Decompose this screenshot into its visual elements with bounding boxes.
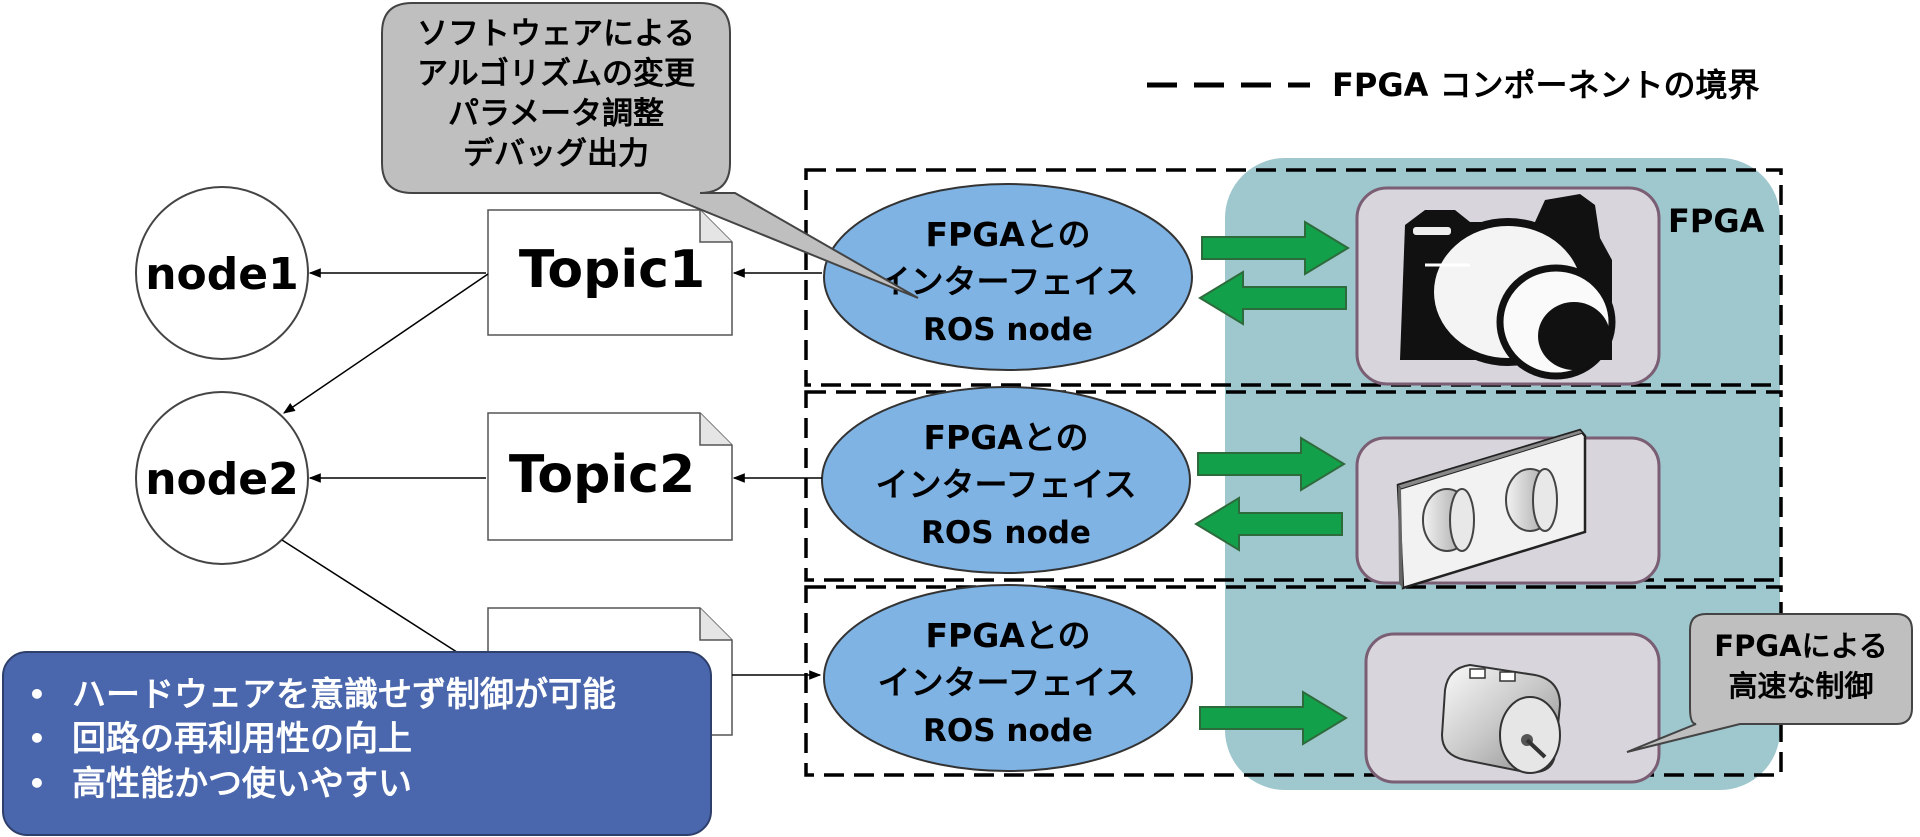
svg-text:インターフェイス: インターフェイス [875,465,1136,504]
node-circle-2: node2 [135,391,309,565]
legend: FPGA コンポーネントの境界 [1147,66,1760,104]
green-arrows [1194,220,1350,746]
stereo-camera-icon [1396,428,1587,590]
topic-doc-1: Topic1 [487,209,733,336]
benefit-item-2: 回路の再利用性の向上 [72,719,412,759]
svg-text:インターフェイス: インターフェイス [877,663,1138,702]
arrow-to-motor [1199,690,1348,746]
component-boundary-2 [804,390,1783,582]
svg-text:パラメータ調整: パラメータ調整 [448,96,664,132]
svg-text:FPGAとの: FPGAとの [925,215,1090,254]
svg-text:ROS node: ROS node [921,515,1091,551]
interface-node-3: FPGAとの インターフェイス ROS node [823,584,1193,772]
svg-text:ROS node: ROS node [923,312,1093,348]
svg-text:node1: node1 [145,249,299,300]
benefits-box: • ハードウェアを意識せず制御が可能 • 回路の再利用性の向上 • 高性能かつ使… [2,651,712,836]
svg-text:node2: node2 [145,454,299,505]
svg-text:インターフェイス: インターフェイス [877,262,1138,301]
arrow-to-stereo [1197,436,1346,492]
node-circle-1: node1 [135,186,309,360]
benefit-bullet-2: • [28,722,46,755]
camera-icon [1400,194,1616,380]
interface-node-2: FPGAとの インターフェイス ROS node [821,386,1191,574]
arrow-from-camera [1198,270,1347,326]
svg-text:FPGAとの: FPGAとの [925,616,1090,655]
svg-text:Topic2: Topic2 [509,445,695,505]
svg-text:FPGAによる: FPGAによる [1714,629,1887,663]
svg-text:デバッグ出力: デバッグ出力 [463,136,649,172]
svg-text:アルゴリズムの変更: アルゴリズムの変更 [417,56,696,92]
line-node2-to-topic3 [281,539,489,673]
interface-node-1: FPGAとの インターフェイス ROS node [823,183,1193,371]
fpga-label: FPGA [1668,202,1765,240]
component-boundary-1 [804,168,1783,387]
svg-text:Topic1: Topic1 [519,240,705,300]
svg-text:ROS node: ROS node [923,713,1093,749]
arrow-to-camera [1201,220,1350,276]
motor-icon [1440,663,1562,774]
svg-text:高速な制御: 高速な制御 [1728,669,1873,703]
svg-text:ソフトウェアによる: ソフトウェアによる [417,16,695,52]
legend-label: FPGA コンポーネントの境界 [1332,66,1760,104]
arrow-topic1-to-node2 [283,273,489,414]
benefit-item-3: 高性能かつ使いやすい [72,764,412,804]
connectors [281,268,822,680]
svg-text:FPGAとの: FPGAとの [923,418,1088,457]
software-callout: ソフトウェアによる アルゴリズムの変更 パラメータ調整 デバッグ出力 [381,2,919,299]
arrow-from-stereo [1194,496,1343,552]
benefit-bullet-1: • [28,678,46,711]
fpga-callout: FPGAによる 高速な制御 [1626,613,1913,753]
topic-doc-2: Topic2 [487,412,733,541]
benefit-item-1: ハードウェアを意識せず制御が可能 [72,675,616,715]
benefit-bullet-3: • [28,767,46,800]
